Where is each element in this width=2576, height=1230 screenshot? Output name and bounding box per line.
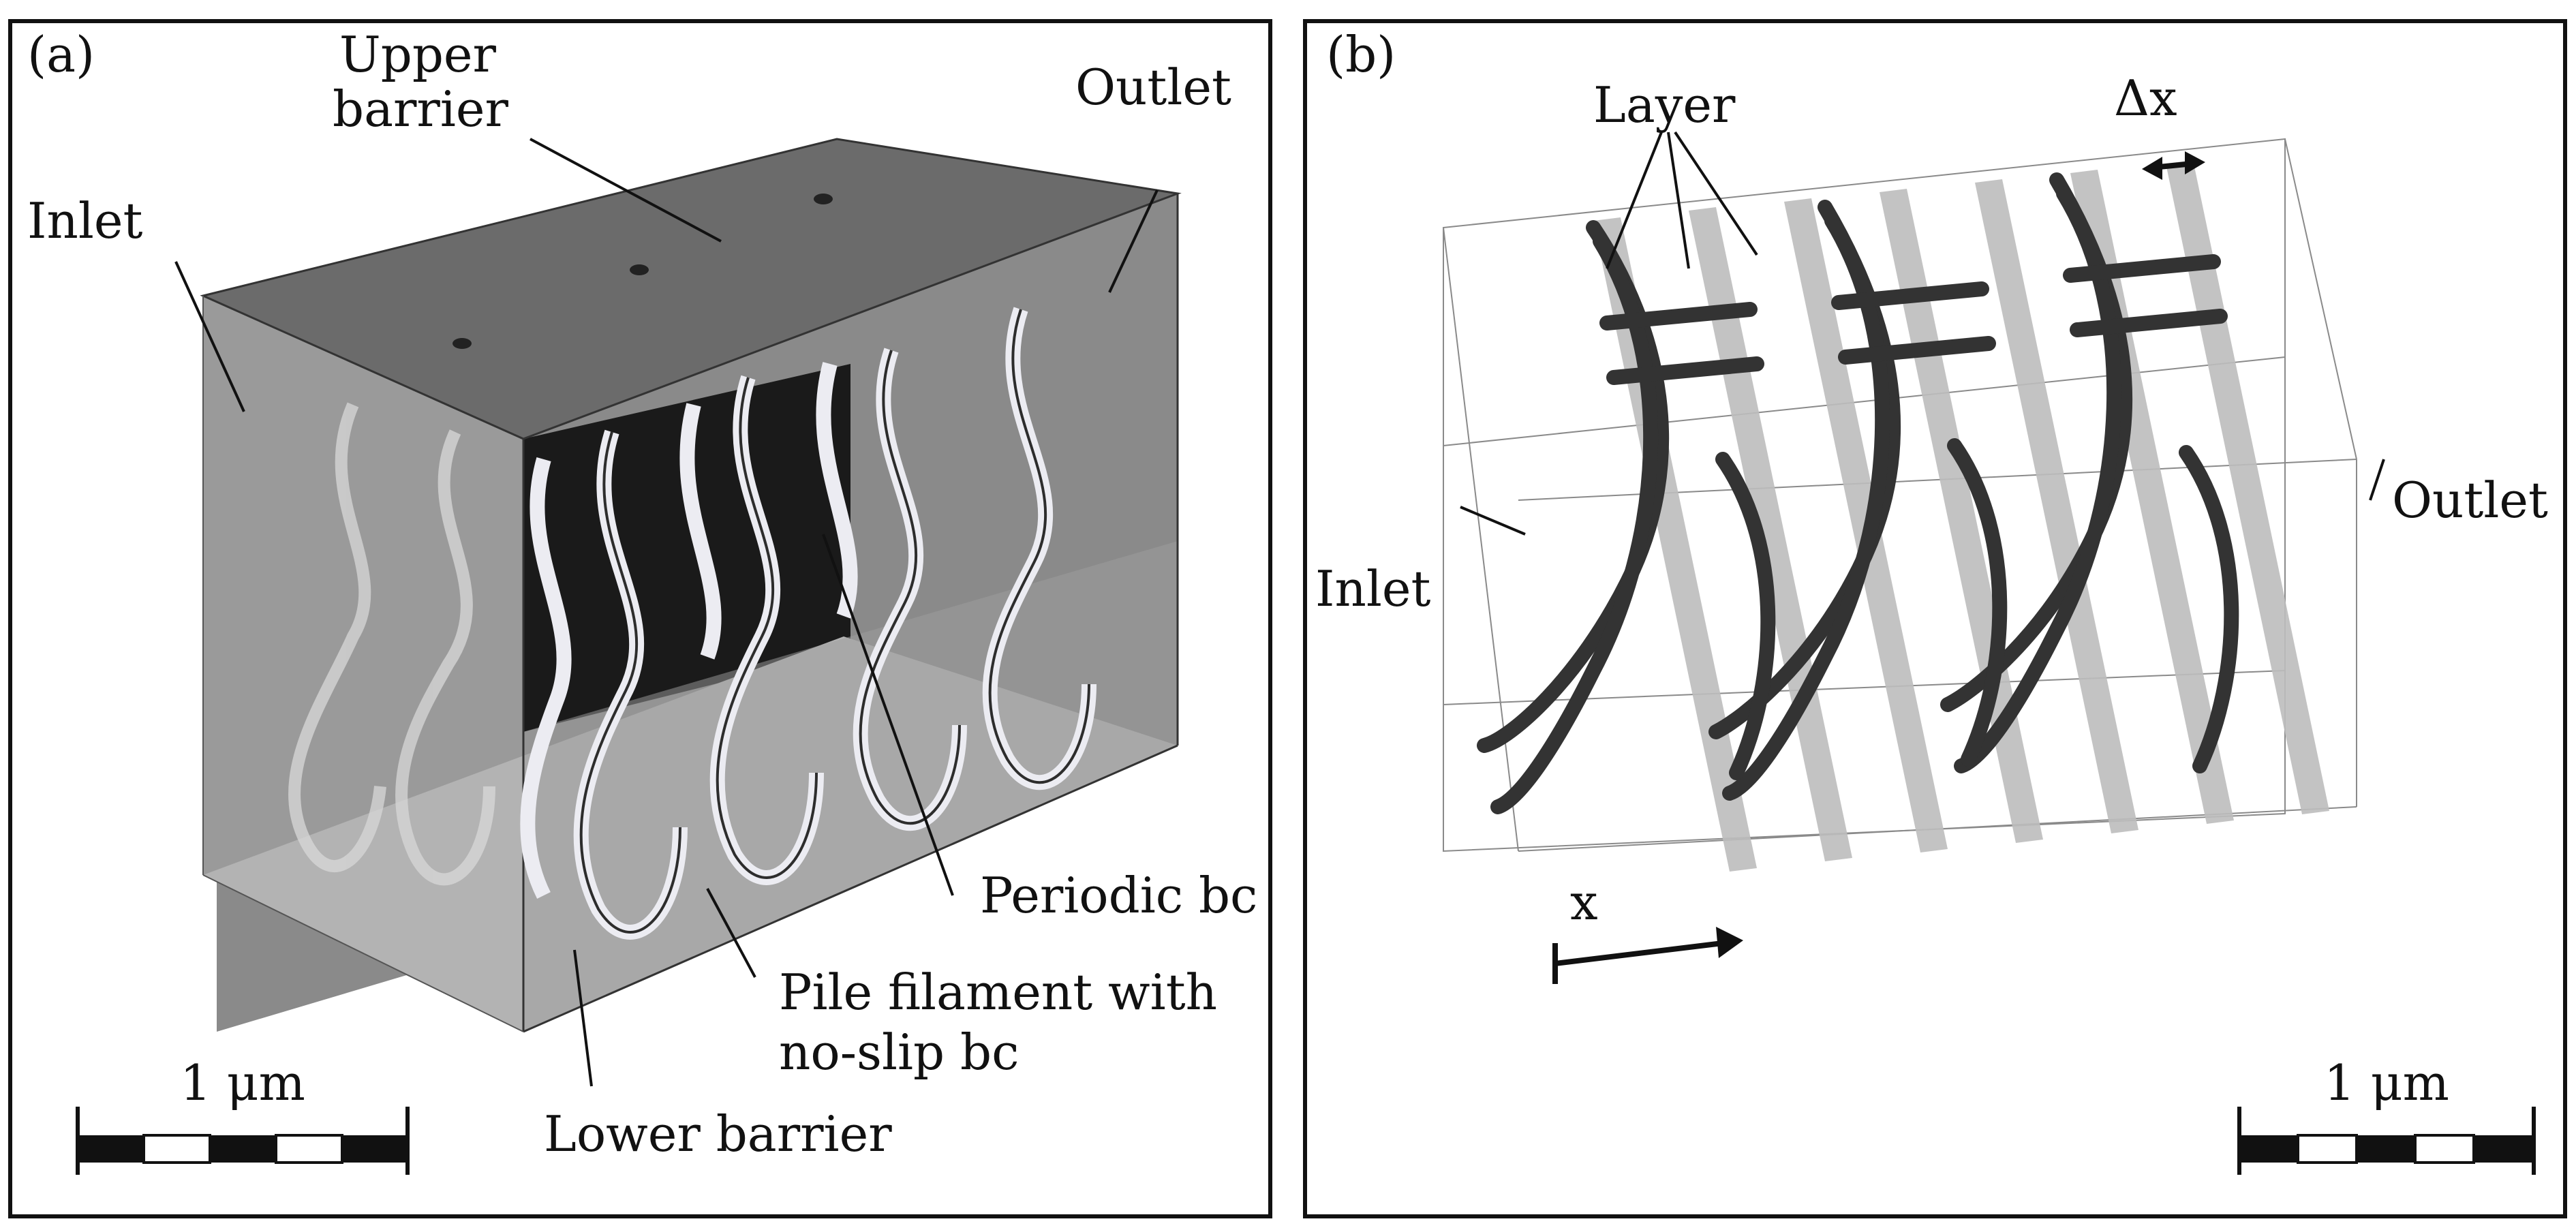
upper-barrier-label-line2: barrier: [333, 80, 508, 138]
panel-a-illustration: [76, 138, 1182, 1175]
filaments-faint: [288, 402, 495, 886]
front-face: [523, 541, 1178, 1032]
panel-b-tag: (b): [1326, 26, 1396, 83]
panel-b-illustration: [1443, 131, 2536, 1175]
pile-filament-label-line1: Pile filament with: [779, 964, 1218, 1021]
periodic-bc-label: Periodic bc: [980, 867, 1258, 924]
pile-filament-label-line2: no-slip bc: [779, 1024, 1019, 1081]
scale-bar-b-label: 1 μm: [2324, 1054, 2449, 1111]
layer-label: Layer: [1593, 76, 1736, 134]
upper-barrier-label-line1: Upper: [339, 26, 496, 83]
delta-x-label: Δx: [2114, 70, 2177, 127]
panel-a: (a) Upper barrier Outlet Inlet Periodic …: [8, 19, 1272, 1218]
filaments-dark: [1477, 172, 2239, 814]
outlet-label: Outlet: [1075, 59, 1231, 116]
inlet-label: Inlet: [27, 192, 143, 249]
outlet-label-b: Outlet: [2392, 472, 2548, 529]
delta-x-arrow: [2142, 151, 2205, 180]
hole: [630, 264, 649, 275]
x-axis-arrow: [1552, 927, 1743, 984]
hole: [453, 338, 472, 349]
panel-b: (b) Layer Δx Outlet Inlet x 1 μm: [1303, 19, 2567, 1218]
leader-lines-b: [1460, 131, 2385, 536]
scale-bar-b: [2237, 1107, 2536, 1175]
scale-bar-a-label: 1 μm: [180, 1054, 305, 1111]
leader-lines: [174, 138, 1159, 1087]
x-axis-label: x: [1570, 874, 1598, 931]
lower-barrier-label: Lower barrier: [544, 1105, 892, 1163]
hole: [814, 194, 833, 204]
panel-a-tag: (a): [27, 26, 95, 83]
inlet-label-b: Inlet: [1315, 560, 1431, 617]
scale-bar-a: [76, 1107, 410, 1175]
